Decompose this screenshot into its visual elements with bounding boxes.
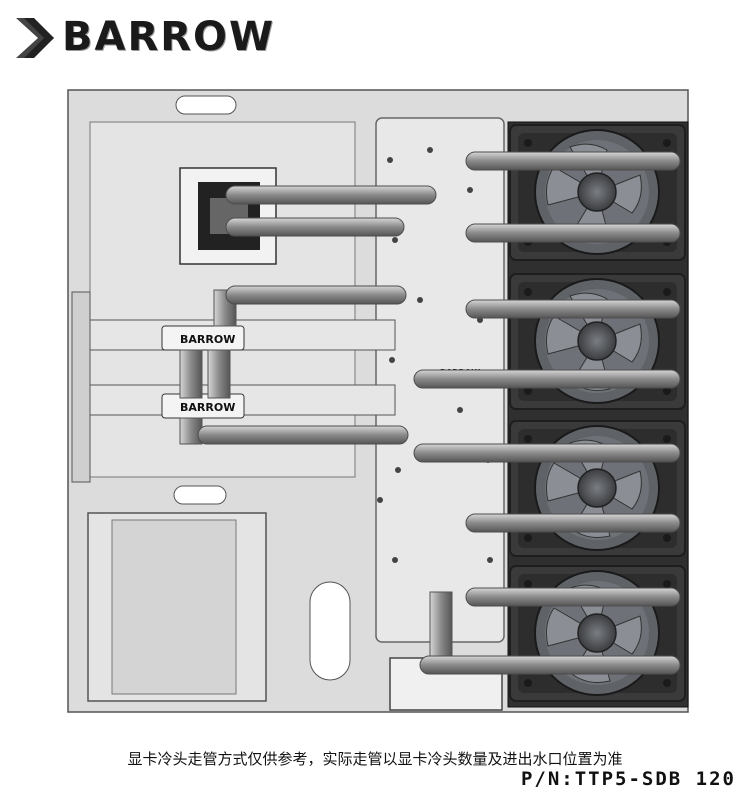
gpu-bridge-upper: [161, 325, 245, 351]
lower-oval-slot: [309, 581, 351, 681]
gpu-bridge-upper-label: BARROW: [180, 333, 235, 346]
gpu-bridge-lower: [161, 393, 245, 419]
part-number: P/N:TTP5-SDB 120: [520, 768, 736, 790]
top-slot: [175, 95, 237, 115]
brand-wordmark: BARROW: [62, 14, 276, 60]
fan-3: [509, 420, 686, 557]
fan-4: [509, 565, 686, 702]
gpu-bridge-lower-label: BARROW: [180, 401, 235, 414]
case-diagram: BARROW BARROW BARROW: [67, 89, 689, 713]
mid-slot: [173, 485, 227, 505]
fan-2: [509, 273, 686, 410]
hard-tubes: [197, 151, 681, 675]
barrow-logo: [16, 18, 54, 58]
routing-disclaimer: 显卡冷头走管方式仅供参考，实际走管以显卡冷头数量及进出水口位置为准: [127, 750, 623, 768]
